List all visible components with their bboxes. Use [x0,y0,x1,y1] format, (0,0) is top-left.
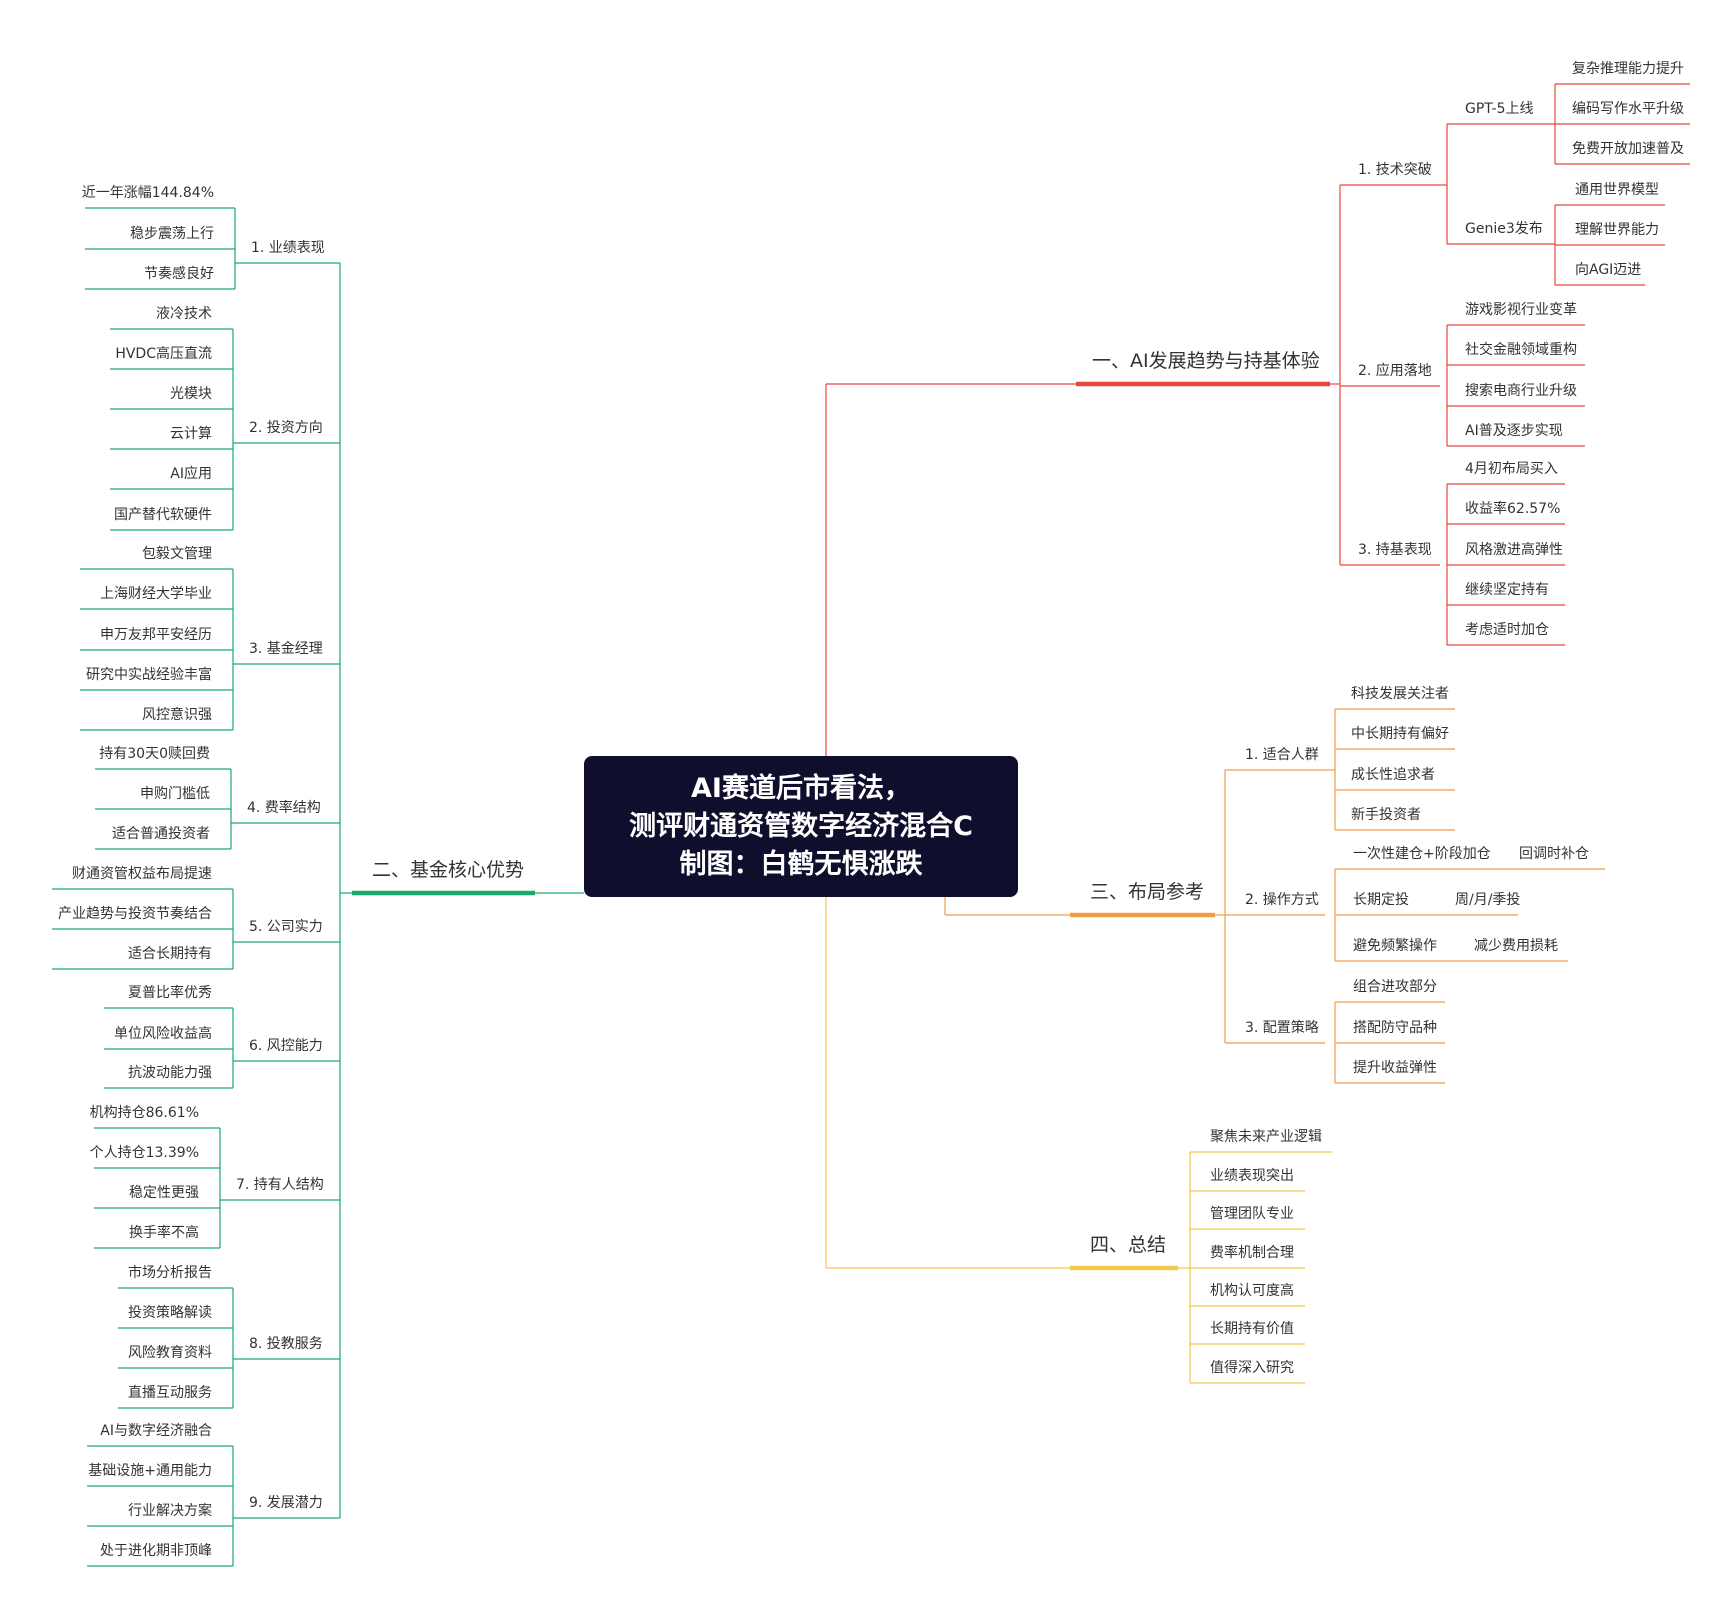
leaf-label[interactable]: 稳定性更强 [129,1185,199,1201]
leaf-label[interactable]: 国产替代软硬件 [114,507,212,523]
subtopic-label[interactable]: 9. 发展潜力 [249,1495,323,1511]
leaf-label[interactable]: 夏普比率优秀 [128,984,212,1001]
leaf-label[interactable]: 管理团队专业 [1210,1206,1294,1222]
leaf-label[interactable]: 处于进化期非顶峰 [100,1543,212,1559]
subtopic-label[interactable]: 3. 基金经理 [249,640,323,657]
leaf-label[interactable]: 液冷技术 [156,306,212,322]
leaf-label[interactable]: 业绩表现突出 [1210,1168,1294,1184]
leaf-label[interactable]: 社交金融领域重构 [1465,341,1577,358]
leaf-label[interactable]: 市场分析报告 [128,1264,212,1281]
leaf-label[interactable]: 风格激进高弹性 [1465,541,1563,558]
subtopic-label[interactable]: 7. 持有人结构 [236,1177,324,1193]
subtopic-label[interactable]: 3. 持基表现 [1358,541,1432,558]
leaf-label[interactable]: 复杂推理能力提升 [1572,60,1684,77]
subtopic-label[interactable]: GPT-5上线 [1465,101,1534,117]
leaf-label[interactable]: 申万友邦平安经历 [100,627,212,643]
leaf-label[interactable]: 免费开放加速普及 [1572,141,1684,157]
leaf-label[interactable]: 回调时补仓 [1519,846,1589,862]
leaf-label[interactable]: 风控意识强 [142,706,212,723]
leaf-label[interactable]: 值得深入研究 [1210,1359,1294,1376]
leaf-label[interactable]: 单位风险收益高 [114,1025,212,1042]
leaf-label[interactable]: 通用世界模型 [1575,182,1659,198]
leaf-label[interactable]: 编码写作水平升级 [1572,101,1684,117]
leaf-label[interactable]: 科技发展关注者 [1351,686,1449,702]
leaf-label[interactable]: 抗波动能力强 [128,1065,212,1081]
leaf-label[interactable]: 基础设施+通用能力 [88,1462,212,1479]
leaf-label[interactable]: 考虑适时加仓 [1465,622,1549,638]
leaf-label[interactable]: AI应用 [170,465,212,482]
leaf-label[interactable]: 持有30天0赎回费 [99,745,210,762]
subtopic-label[interactable]: 3. 配置策略 [1245,1019,1319,1036]
leaf-label[interactable]: 换手率不高 [129,1224,199,1241]
leaf-label[interactable]: 聚焦未来产业逻辑 [1210,1129,1322,1145]
leaf-label[interactable]: 游戏影视行业变革 [1465,302,1577,318]
leaf-label[interactable]: 研究中实战经验丰富 [86,666,212,683]
leaf-label[interactable]: 成长性追求者 [1351,767,1435,783]
branch-label[interactable]: 二、基金核心优势 [372,859,524,881]
leaf-label[interactable]: 节奏感良好 [144,265,214,282]
subtopic-label[interactable]: 5. 公司实力 [249,919,323,935]
subtopic-label[interactable]: Genie3发布 [1465,221,1543,237]
leaf-label[interactable]: 向AGI迈进 [1575,262,1641,278]
leaf-label[interactable]: 周/月/季投 [1455,892,1520,908]
branch-label[interactable]: 三、布局参考 [1090,881,1204,903]
leaf-label[interactable]: 近一年涨幅144.84% [82,185,214,201]
leaf-label[interactable]: 投资策略解读 [128,1304,212,1321]
leaf-label[interactable]: AI与数字经济融合 [100,1423,212,1439]
leaf-label[interactable]: 组合进攻部分 [1353,979,1437,995]
leaf-label[interactable]: 机构认可度高 [1210,1282,1294,1299]
leaf-label[interactable]: 收益率62.57% [1465,500,1560,517]
central-topic[interactable]: AI赛道后市看法， 测评财通资管数字经济混合C 制图：白鹤无惧涨跌 [584,756,1018,897]
leaf-label[interactable]: 减少费用损耗 [1474,938,1558,954]
leaf-label[interactable]: 适合长期持有 [128,946,212,962]
central-title-line-3: 制图：白鹤无惧涨跌 [679,848,923,880]
leaf-label[interactable]: 适合普通投资者 [112,826,210,842]
leaf-label[interactable]: 行业解决方案 [128,1502,212,1519]
leaf-label[interactable]: 风险教育资料 [128,1345,212,1361]
leaf-label[interactable]: 费率机制合理 [1210,1244,1294,1261]
leaf-label[interactable]: 上海财经大学毕业 [100,586,212,602]
subtopic-label[interactable]: 2. 投资方向 [249,420,323,436]
central-title-line-2: 测评财通资管数字经济混合C [629,810,973,842]
leaf-label[interactable]: 中长期持有偏好 [1351,726,1449,742]
leaf-label[interactable]: 搜索电商行业升级 [1465,382,1577,399]
leaf-label[interactable]: 申购门槛低 [140,786,210,802]
subtopic-label[interactable]: 1. 适合人群 [1245,747,1319,763]
leaf-label[interactable]: 4月初布局买入 [1465,460,1558,477]
subtopic-label[interactable]: 2. 应用落地 [1358,362,1432,379]
leaf-label[interactable]: 包毅文管理 [142,545,212,562]
subtopic-label[interactable]: 2. 操作方式 [1245,892,1319,908]
leaf-label[interactable]: 继续坚定持有 [1465,581,1549,598]
leaf-label[interactable]: HVDC高压直流 [115,345,212,362]
subtopic-label[interactable]: 避免频繁操作 [1353,938,1437,954]
leaf-label[interactable]: AI普及逐步实现 [1465,423,1563,439]
leaf-label[interactable]: 新手投资者 [1351,807,1421,823]
leaf-label[interactable]: 个人持仓13.39% [90,1145,199,1161]
subtopic-label[interactable]: 一次性建仓+阶段加仓 [1353,846,1491,862]
subtopic-label[interactable]: 4. 费率结构 [247,799,321,816]
leaf-label[interactable]: 机构持仓86.61% [90,1105,199,1121]
leaf-label[interactable]: 光模块 [170,386,212,402]
leaf-label[interactable]: 理解世界能力 [1575,222,1659,238]
subtopic-label[interactable]: 1. 技术突破 [1358,162,1432,178]
leaf-label[interactable]: 云计算 [170,426,212,442]
leaf-label[interactable]: 直播互动服务 [128,1384,212,1401]
subtopic-label[interactable]: 长期定投 [1353,892,1409,908]
subtopic-label[interactable]: 8. 投教服务 [249,1336,323,1352]
leaf-label[interactable]: 财通资管权益布局提速 [72,866,212,882]
subtopic-label[interactable]: 6. 风控能力 [249,1038,323,1054]
leaf-label[interactable]: 搭配防守品种 [1353,1020,1437,1036]
leaf-label[interactable]: 长期持有价值 [1210,1321,1294,1337]
branch-label[interactable]: 四、总结 [1090,1234,1166,1256]
leaf-label[interactable]: 提升收益弹性 [1353,1060,1437,1076]
leaf-label[interactable]: 稳步震荡上行 [130,226,214,242]
branch-label[interactable]: 一、AI发展趋势与持基体验 [1092,350,1320,372]
leaf-label[interactable]: 产业趋势与投资节奏结合 [58,906,212,922]
central-title-line-1: AI赛道后市看法， [691,772,911,804]
subtopic-label[interactable]: 1. 业绩表现 [251,240,325,256]
